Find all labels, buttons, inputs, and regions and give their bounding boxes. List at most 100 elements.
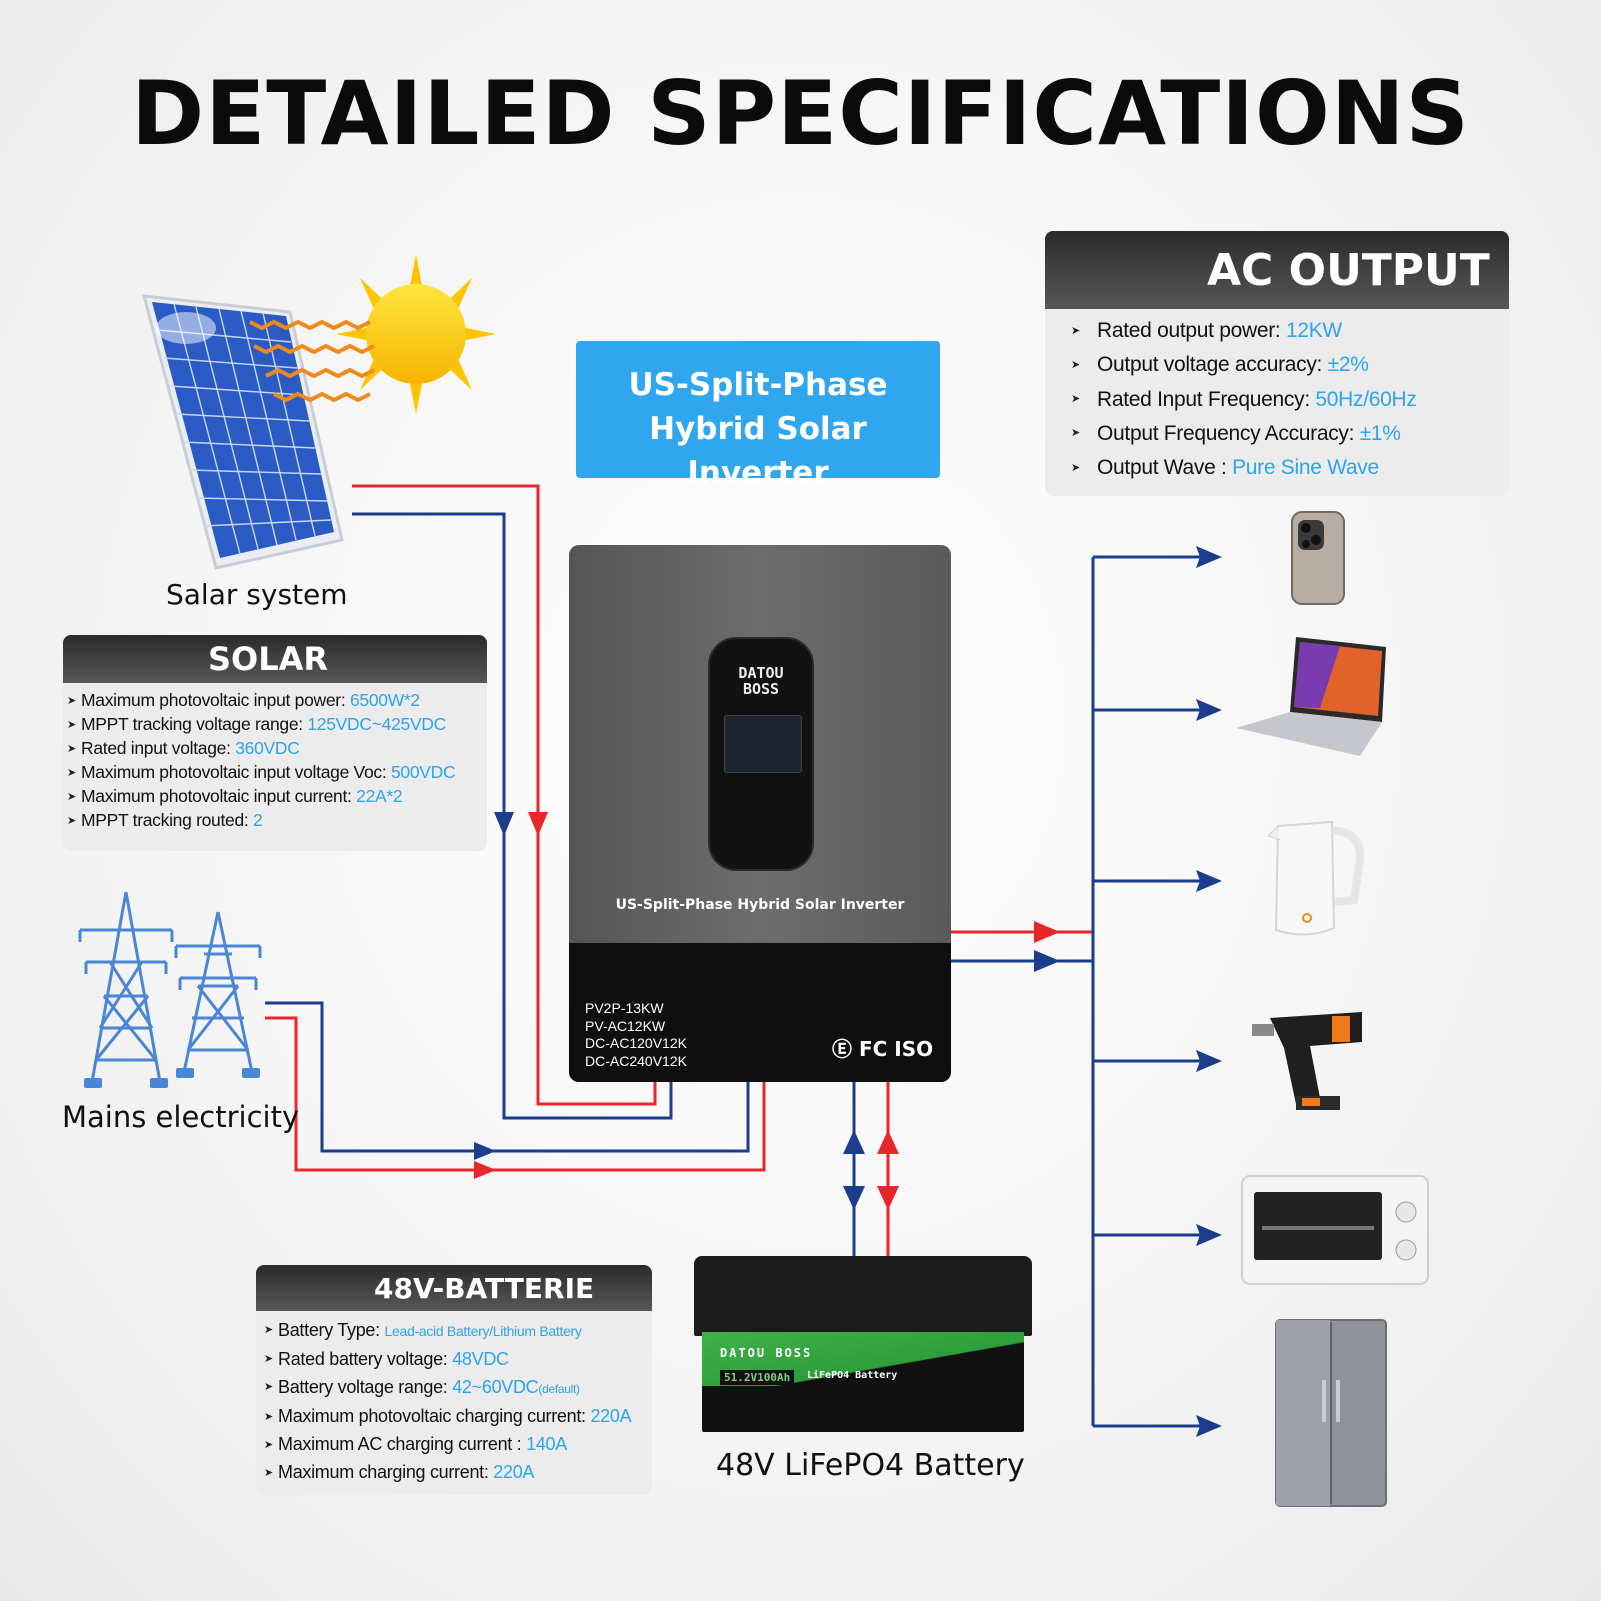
list-item: ➤Rated battery voltage: 48VDC [264,1346,652,1374]
battery-spec-panel: 48V-BATTERIE ➤Battery Type: Lead-acid Ba… [256,1265,652,1495]
bullet-arrow-icon: ➤ [1071,324,1080,337]
list-item: ➤Battery Type: Lead-acid Battery/Lithium… [264,1317,652,1346]
bullet-arrow-icon: ➤ [264,1410,273,1423]
smartphone-icon [1291,511,1345,605]
spec-value: 220A [493,1462,535,1483]
bullet-arrow-icon: ➤ [67,742,76,755]
spec-value: Pure Sine Wave [1232,456,1379,479]
list-item: ➤ Rated Input Frequency: 50Hz/60Hz [1071,383,1509,417]
spec-label: Rated battery voltage: [278,1348,453,1369]
spec-label: Maximum AC charging current : [278,1434,527,1455]
bullet-arrow-icon: ➤ [67,718,76,731]
spec-label: Battery voltage range: [278,1376,453,1397]
spec-label: Rated output power: [1097,319,1286,342]
spec-value: ±2% [1327,353,1369,377]
spec-value: 140A [526,1434,567,1455]
battery-spec-header: 48V-BATTERIE [256,1265,652,1311]
bullet-arrow-icon: ➤ [1071,358,1080,371]
bullet-arrow-icon: ➤ [67,766,76,779]
battery-capacity-label: 51.2V100Ah [720,1370,795,1385]
inverter-logo-line1: DATOU [738,664,784,682]
spec-label: Maximum photovoltaic input voltage Voc: [81,762,391,783]
solar-system-caption: Salar system [166,578,348,611]
spec-value: 50Hz/60Hz [1315,387,1417,411]
spec-label: MPPT tracking voltage range: [81,714,308,735]
inverter-display-panel: DATOU BOSS [708,637,814,871]
inverter-device: DATOU BOSS US-Split-Phase Hybrid Solar I… [569,545,951,1082]
bullet-arrow-icon: ➤ [264,1324,273,1337]
spec-label: Output voltage accuracy: [1097,353,1328,377]
list-item: ➤Maximum photovoltaic charging current: … [264,1403,652,1431]
model-label: PV-AC12KW [585,1017,666,1034]
solar-spec-header: SOLAR [63,635,487,683]
spec-value: 360VDC [235,738,300,759]
spec-value: 500VDC [390,762,456,783]
oven-icon [1241,1175,1429,1285]
spec-value: 6500W*2 [349,690,420,710]
bullet-arrow-icon: ➤ [264,1381,273,1394]
spec-label: Maximum photovoltaic input current: [81,786,357,807]
model-label: DC-AC120V12K [585,1035,687,1051]
list-item: ➤ MPPT tracking routed: 2 [67,809,487,833]
inverter-model-list: PV2P-13KW PV-AC12KW DC-AC120V12K DC-AC24… [585,1000,687,1070]
bullet-arrow-icon: ➤ [1071,461,1080,474]
spec-label: Output Wave : [1097,456,1233,479]
model-label: PV2P-13KW [585,1000,664,1016]
battery-chemistry-label: LiFePO4 Battery [807,1370,898,1381]
spec-value: 12KW [1285,319,1342,342]
spec-value: Lead-acid Battery/Lithium Battery [384,1323,582,1339]
list-item: ➤ Output Wave : Pure Sine Wave [1071,451,1509,485]
spec-value: 220A [590,1406,632,1427]
product-title-box: US-Split-Phase Hybrid Solar Inverter [576,341,940,491]
list-item: ➤ Rated output power: 12KW [1071,314,1509,348]
list-item: ➤Rated input voltage: 360VDC [67,737,487,761]
ac-output-spec-header: AC OUTPUT [1045,231,1509,309]
spec-value: 2 [253,810,263,831]
solar-spec-list: ➤ Maximum photovoltaic input power: 6500W… [63,683,487,833]
bullet-arrow-icon: ➤ [264,1466,273,1479]
spec-label: Maximum photovoltaic charging current: [278,1406,591,1427]
power-tower-icon [78,891,262,1083]
solar-panel-icon [141,294,344,570]
spec-label: Rated Input Frequency: [1097,387,1316,411]
spec-value: 42~60VDC [452,1376,539,1397]
laptop-icon [1236,637,1386,756]
battery-lid [694,1256,1032,1336]
bullet-arrow-icon: ➤ [1071,393,1080,406]
mains-electricity-caption: Mains electricity [62,1100,300,1134]
battery-spec-list: ➤Battery Type: Lead-acid Battery/Lithium… [256,1311,652,1487]
bullet-arrow-icon: ➤ [67,815,76,828]
battery-brand: DATOU BOSS [720,1346,813,1360]
sun-icon [336,254,496,414]
solar-spec-panel: SOLAR ➤ Maximum photovoltaic input power:… [63,635,487,851]
list-item: ➤Output Frequency Accuracy: ±1% [1071,417,1509,451]
bullet-arrow-icon: ➤ [264,1353,273,1366]
certification-marks: Ⓔ FC ISO [832,1037,934,1061]
drill-icon [1252,1012,1362,1110]
bullet-arrow-icon: ➤ [67,694,76,707]
list-item: ➤ Maximum charging current: 220A [264,1459,652,1487]
list-item: ➤ Maximum AC charging current : 140A [264,1431,652,1459]
list-item: ➤MPPT tracking voltage range: 125VDC~425… [67,713,487,737]
list-item: ➤ Maximum photovoltaic input voltage Voc:… [67,761,487,785]
list-item: ➤ Maximum photovoltaic input power: 6500W… [67,689,487,713]
inverter-base [569,943,951,1082]
bullet-arrow-icon: ➤ [1071,427,1080,440]
inverter-logo-line2: BOSS [742,680,780,698]
refrigerator-icon [1275,1319,1387,1507]
list-item: ➤ Output voltage accuracy: ±2% [1071,348,1509,382]
sunlight-arrows-icon [249,319,375,403]
bullet-arrow-icon: ➤ [264,1438,273,1451]
spec-label: Maximum charging current: [278,1462,494,1483]
spec-label: MPPT tracking routed: [81,810,254,831]
spec-label: Maximum photovoltaic input power: [81,690,350,710]
spec-value: 22A*2 [356,786,403,807]
lcd-screen [724,715,802,773]
list-item: ➤ Battery voltage range: 42~60VDC(default… [264,1374,652,1404]
spec-value-suffix: (default) [538,1381,580,1396]
page-title: DETAILED SPECIFICATIONS [131,62,1470,165]
battery-device: DATOU BOSS 51.2V100Ah LiFePO4 Battery [684,1256,1042,1432]
spec-value: ±1% [1359,421,1401,445]
inverter-name-label: US-Split-Phase Hybrid Solar Inverter [615,897,905,913]
product-title-line2: Hybrid Solar Inverter [649,411,867,491]
